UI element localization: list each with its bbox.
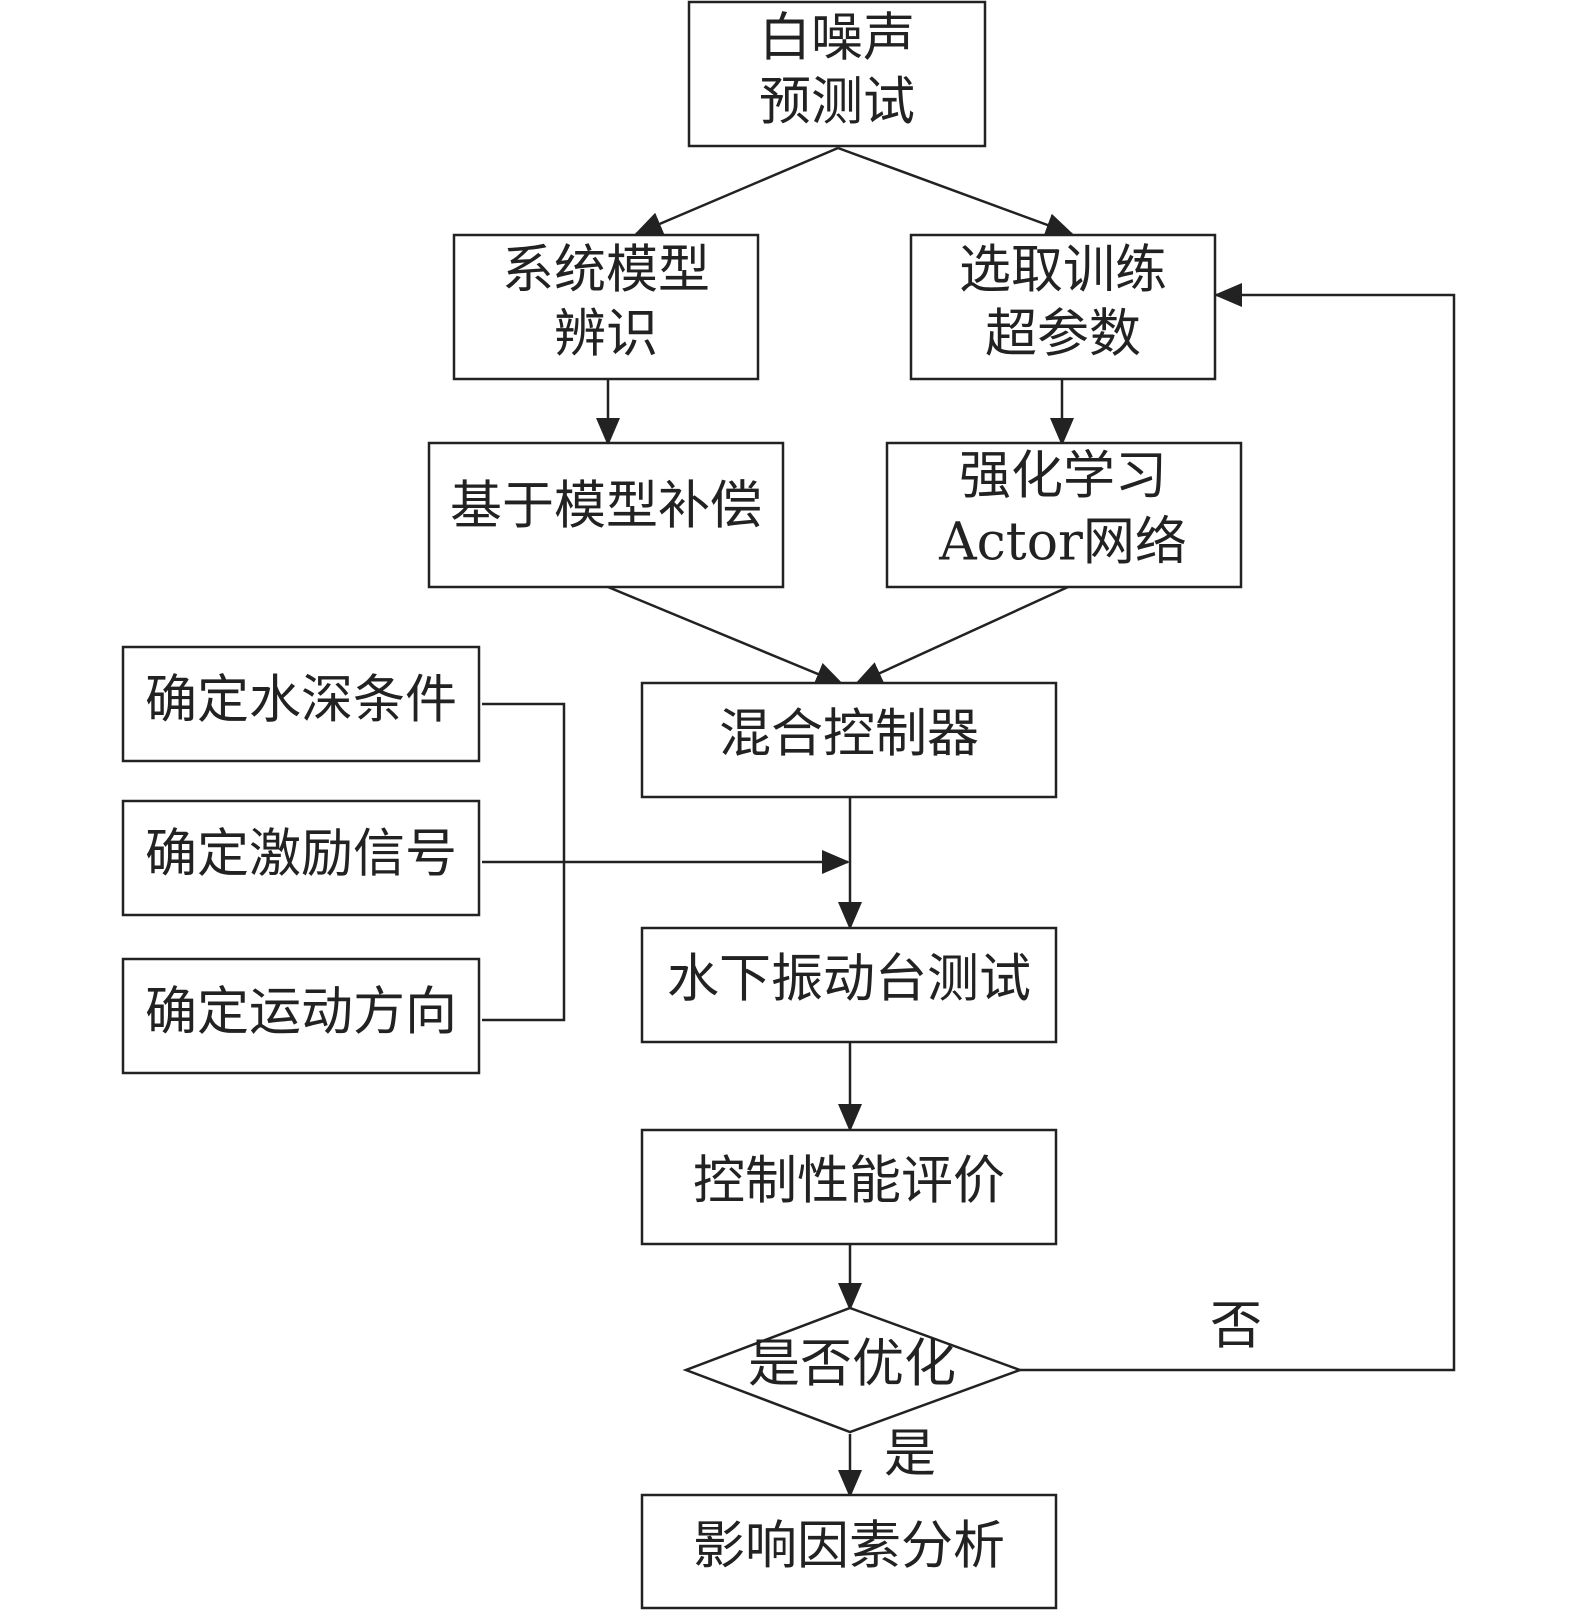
- node-system-id-line2: 辨识: [554, 305, 658, 365]
- node-hyperparams: 选取训练 超参数: [909, 233, 1217, 381]
- edge-noise-to-hyperparams: [837, 146, 1074, 237]
- edge-rl-to-hybrid: [854, 585, 1069, 686]
- edges: [482, 146, 1456, 1498]
- node-excitation-label: 确定激励信号: [145, 825, 457, 885]
- node-rl-actor: 强化学习 Actor网络: [885, 441, 1243, 589]
- node-perf-eval-label: 控制性能评价: [693, 1152, 1005, 1212]
- node-water-depth: 确定水深条件: [121, 645, 481, 763]
- node-system-id-line1: 系统模型: [502, 241, 710, 301]
- node-shake-test: 水下振动台测试: [640, 926, 1058, 1044]
- node-model-comp-label: 基于模型补偿: [450, 477, 762, 537]
- node-noise-pretest-line2: 预测试: [759, 73, 915, 133]
- node-rl-actor-line2: Actor网络: [938, 513, 1187, 573]
- node-excitation: 确定激励信号: [121, 799, 481, 917]
- node-factor-analysis-label: 影响因素分析: [693, 1517, 1005, 1577]
- node-motion-dir-label: 确定运动方向: [145, 983, 457, 1043]
- node-system-id: 系统模型 辨识: [452, 233, 760, 381]
- node-noise-pretest: 白噪声 预测试: [687, 0, 987, 148]
- node-noise-pretest-line1: 白噪声: [759, 9, 915, 69]
- node-optimize-decision: 是否优化: [682, 1306, 1024, 1434]
- edge-noise-to-sysid: [634, 146, 839, 236]
- node-perf-eval: 控制性能评价: [640, 1128, 1058, 1246]
- node-hyperparams-line2: 超参数: [985, 305, 1141, 365]
- node-hybrid-ctrl: 混合控制器: [640, 681, 1058, 799]
- node-model-comp: 基于模型补偿: [427, 441, 785, 589]
- edge-modelcomp-to-hybrid: [607, 585, 844, 686]
- node-hyperparams-line1: 选取训练: [959, 241, 1167, 301]
- node-factor-analysis: 影响因素分析: [640, 1493, 1058, 1610]
- node-motion-dir: 确定运动方向: [121, 957, 481, 1075]
- node-hybrid-ctrl-label: 混合控制器: [719, 705, 979, 765]
- node-rl-actor-line1: 强化学习: [959, 447, 1167, 507]
- edge-label-yes: 是: [884, 1425, 936, 1485]
- edge-label-no: 否: [1210, 1297, 1262, 1357]
- node-water-depth-label: 确定水深条件: [145, 671, 457, 731]
- node-shake-test-label: 水下振动台测试: [667, 950, 1031, 1010]
- node-optimize-label: 是否优化: [748, 1335, 956, 1395]
- edge-optimize-no-loop: [1020, 283, 1456, 1372]
